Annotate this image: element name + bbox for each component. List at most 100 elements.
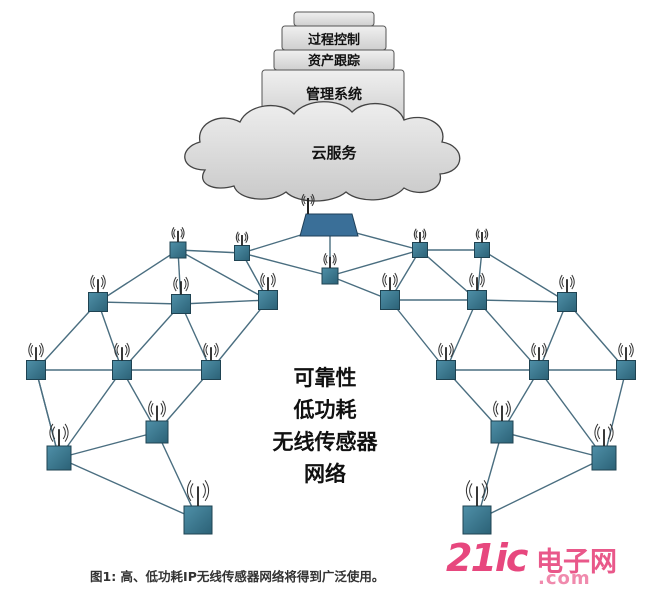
label-low-power: 低功耗 xyxy=(293,398,357,422)
sensor-node xyxy=(380,272,400,310)
radio-wave-icon xyxy=(382,272,386,288)
radio-wave-icon xyxy=(561,276,565,288)
radio-wave-icon xyxy=(413,228,417,241)
site-watermark-logo: 21ic 电子网 .com xyxy=(446,536,650,589)
sensor-node xyxy=(436,342,456,380)
mesh-link xyxy=(476,299,568,303)
radio-wave-icon xyxy=(116,344,120,356)
radio-wave-icon xyxy=(102,274,106,290)
radio-wave-icon xyxy=(270,274,274,286)
radio-wave-icon xyxy=(262,274,266,286)
sensor-node xyxy=(26,342,46,380)
radio-wave-icon xyxy=(124,344,128,356)
sensor-node xyxy=(46,423,72,471)
radio-wave-icon xyxy=(100,276,104,288)
sensor-node xyxy=(557,274,577,312)
mesh-link xyxy=(35,301,99,371)
radio-wave-icon xyxy=(38,344,42,356)
mesh-link xyxy=(538,369,605,459)
mesh-link xyxy=(538,301,568,371)
radio-wave-icon xyxy=(620,344,624,356)
radio-wave-icon xyxy=(333,253,337,266)
application-stack: 过程控制 资产跟踪 管理系统 xyxy=(261,11,405,123)
watermark-com: .com xyxy=(538,568,591,589)
radio-wave-icon xyxy=(493,400,497,418)
radio-wave-icon xyxy=(507,400,511,418)
label-wireless-sensor: 无线传感器 xyxy=(272,430,378,454)
radio-wave-icon xyxy=(469,272,473,288)
mesh-link xyxy=(481,249,568,303)
radio-wave-icon xyxy=(244,233,247,242)
radio-wave-icon xyxy=(205,344,209,356)
mesh-link xyxy=(445,299,478,371)
radio-wave-icon xyxy=(245,231,249,244)
mesh-link xyxy=(501,431,605,459)
radio-wave-icon xyxy=(235,231,239,244)
sensor-node xyxy=(183,480,213,535)
radio-wave-icon xyxy=(325,254,328,264)
radio-wave-icon xyxy=(126,342,130,358)
radio-wave-icon xyxy=(618,342,622,358)
radio-wave-icon xyxy=(186,480,192,502)
radio-wave-icon xyxy=(181,227,185,240)
radio-wave-icon xyxy=(92,276,96,288)
radio-wave-icon xyxy=(392,274,396,286)
radio-wave-icon xyxy=(630,342,634,358)
radio-wave-icon xyxy=(628,344,632,356)
radio-wave-icon xyxy=(569,276,573,288)
radio-wave-icon xyxy=(450,342,454,358)
radio-wave-icon xyxy=(49,423,54,442)
radio-wave-icon xyxy=(541,344,545,356)
radio-wave-icon xyxy=(394,272,398,288)
radio-wave-icon xyxy=(469,483,473,499)
mesh-link xyxy=(389,299,447,371)
radio-wave-icon xyxy=(422,230,425,239)
radio-wave-icon xyxy=(471,274,475,286)
mesh-link xyxy=(603,369,627,459)
radio-wave-icon xyxy=(303,195,306,205)
mesh-link xyxy=(210,299,269,371)
radio-wave-icon xyxy=(607,426,611,440)
radio-wave-icon xyxy=(481,483,485,499)
mesh-link xyxy=(476,457,605,521)
mesh-link xyxy=(476,431,503,521)
sensor-node xyxy=(112,342,132,380)
radio-wave-icon xyxy=(272,272,276,288)
mesh-link xyxy=(58,457,199,521)
cloud-label: 云服务 xyxy=(311,144,357,162)
radio-wave-icon xyxy=(175,278,179,290)
radio-wave-icon xyxy=(310,195,313,205)
mesh-link xyxy=(58,369,123,459)
mesh-link xyxy=(35,369,60,459)
radio-wave-icon xyxy=(415,230,418,239)
sensor-node xyxy=(169,227,187,259)
radio-wave-icon xyxy=(477,230,480,239)
sensor-node xyxy=(234,231,250,261)
radio-wave-icon xyxy=(90,274,94,290)
radio-wave-icon xyxy=(505,402,509,415)
sensor-node xyxy=(88,274,108,312)
radio-wave-icon xyxy=(114,342,118,358)
radio-wave-icon xyxy=(173,276,177,292)
radio-wave-icon xyxy=(533,344,537,356)
mesh-link xyxy=(97,301,123,371)
mesh-link xyxy=(329,249,421,277)
radio-wave-icon xyxy=(438,342,442,358)
radio-wave-icon xyxy=(440,344,444,356)
sensor-node xyxy=(321,253,339,285)
gateway-router xyxy=(299,193,359,237)
radio-wave-icon xyxy=(173,228,176,238)
mesh-link xyxy=(97,301,182,305)
sensor-node xyxy=(474,228,490,258)
radio-wave-icon xyxy=(190,483,194,499)
radio-wave-icon xyxy=(332,254,335,264)
radio-wave-icon xyxy=(479,274,483,286)
sensor-node xyxy=(145,400,169,444)
radio-wave-icon xyxy=(215,342,219,358)
radio-wave-icon xyxy=(483,480,489,502)
stack-label-management: 管理系统 xyxy=(306,86,362,103)
radio-wave-icon xyxy=(448,344,452,356)
mesh-links xyxy=(35,225,627,521)
sensor-node xyxy=(591,423,617,471)
